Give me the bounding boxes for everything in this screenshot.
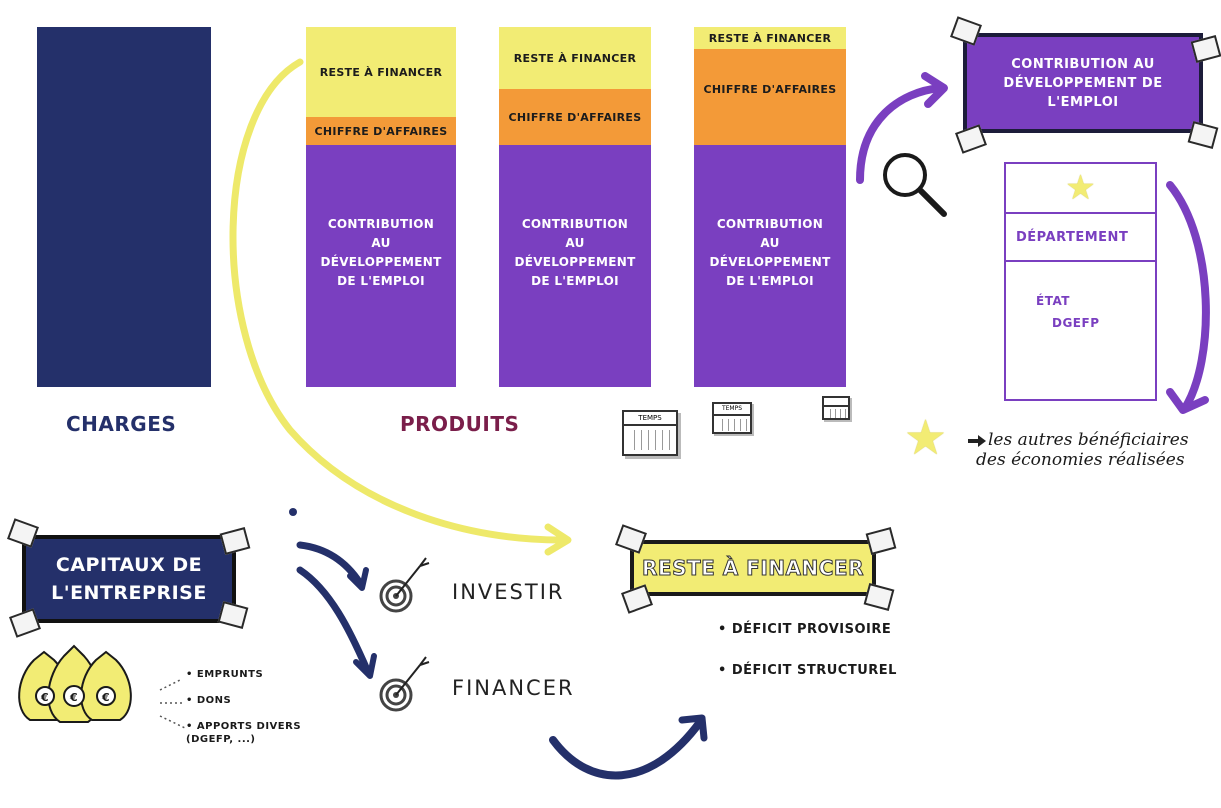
ca-label: CHIFFRE D'AFFAIRES xyxy=(703,83,837,96)
euro-symbol: € xyxy=(40,691,49,704)
repartition-box: ★ DÉPARTEMENT ÉTAT DGEFP xyxy=(1004,162,1157,401)
calendar-text: TEMPS xyxy=(624,412,676,426)
reste-segment: RESTE À FINANCER xyxy=(306,27,456,117)
navy-arrow-investir xyxy=(296,541,364,587)
capitaux-line2: L'ENTREPRISE xyxy=(51,582,207,604)
departement-row: DÉPARTEMENT xyxy=(1006,214,1155,262)
contribution-segment: CONTRIBUTION AU DÉVELOPPEMENT DE L'EMPLO… xyxy=(306,145,456,387)
yellow-arc-arrow xyxy=(229,58,564,544)
reste-label: RESTE À FINANCER xyxy=(708,31,832,45)
euro-symbol: € xyxy=(69,691,78,704)
beneficiaires-line2: des économies réalisées xyxy=(976,450,1185,470)
charges-label: CHARGES xyxy=(66,412,177,436)
produits-column-3: RESTE À FINANCER CHIFFRE D'AFFAIRES CONT… xyxy=(694,27,846,387)
reste-segment: RESTE À FINANCER xyxy=(499,27,651,89)
star-row: ★ xyxy=(1006,164,1155,214)
reste-item: • DÉFICIT PROVISOIRE xyxy=(718,622,892,637)
purple-arrow-down xyxy=(1166,181,1210,412)
money-bags-icon: € € € xyxy=(18,644,132,723)
capitaux-item: • APPORTS DIVERS xyxy=(186,721,302,732)
purple-arrow-to-banner xyxy=(856,84,944,184)
etat-label: ÉTAT xyxy=(1036,294,1070,308)
contribution-banner-text: CONTRIBUTION AU DÉVELOPPEMENT DE L'EMPLO… xyxy=(1003,56,1163,110)
beneficiaires-line1: les autres bénéficiaires xyxy=(988,430,1189,450)
dgefp-label: DGEFP xyxy=(1052,316,1100,330)
reste-items: • DÉFICIT PROVISOIRE • DÉFICIT STRUCTURE… xyxy=(718,622,897,678)
calendar-text: TEMPS xyxy=(714,404,750,416)
ca-segment: CHIFFRE D'AFFAIRES xyxy=(499,89,651,145)
beneficiaires-star-icon: ★ xyxy=(904,410,948,466)
contribution-banner: CONTRIBUTION AU DÉVELOPPEMENT DE L'EMPLO… xyxy=(963,33,1203,133)
charges-bar xyxy=(37,27,211,387)
ca-label: CHIFFRE D'AFFAIRES xyxy=(508,110,642,124)
target-icon-financer xyxy=(379,656,430,712)
produits-label: PRODUITS xyxy=(400,412,520,436)
reste-label: RESTE À FINANCER xyxy=(319,65,443,79)
star-icon: ★ xyxy=(1065,168,1096,208)
financer-label: FINANCER xyxy=(452,676,575,700)
capitaux-item: • DONS xyxy=(186,695,232,706)
ca-segment: CHIFFRE D'AFFAIRES xyxy=(694,49,846,145)
navy-arrow-financer xyxy=(296,566,372,676)
ca-segment: CHIFFRE D'AFFAIRES xyxy=(306,117,456,145)
capitaux-item: (DGEFP, ...) xyxy=(186,734,256,745)
euro-symbol: € xyxy=(101,691,110,704)
target-icon-investir xyxy=(379,557,430,613)
yellow-arrowhead xyxy=(544,523,572,556)
capitaux-line1: CAPITAUX DE xyxy=(55,554,203,576)
departement-label: DÉPARTEMENT xyxy=(1016,229,1129,245)
ca-label: CHIFFRE D'AFFAIRES xyxy=(314,124,448,138)
capitaux-banner-text: CAPITAUX DE L'ENTREPRISE xyxy=(51,551,207,607)
produits-column-1: RESTE À FINANCER CHIFFRE D'AFFAIRES CONT… xyxy=(306,27,456,387)
produits-column-2: RESTE À FINANCER CHIFFRE D'AFFAIRES CONT… xyxy=(499,27,651,387)
investir-label: INVESTIR xyxy=(452,580,565,604)
capitaux-banner: CAPITAUX DE L'ENTREPRISE xyxy=(22,535,236,623)
reste-banner-text: RESTE À FINANCER xyxy=(642,556,864,581)
magnifier-icon xyxy=(883,153,947,217)
beneficiaires-text: les autres bénéficiaires des économies r… xyxy=(976,430,1189,470)
calendar-icon-medium: TEMPS xyxy=(712,402,752,434)
navy-arrow-bottom xyxy=(549,718,704,780)
etat-row: ÉTAT DGEFP xyxy=(1006,262,1155,330)
calendar-icon-large: TEMPS xyxy=(622,410,678,456)
contribution-segment: CONTRIBUTION AU DÉVELOPPEMENT DE L'EMPLO… xyxy=(499,145,651,387)
reste-label: RESTE À FINANCER xyxy=(513,51,637,65)
contribution-label: CONTRIBUTION AU DÉVELOPPEMENT DE L'EMPLO… xyxy=(514,217,636,288)
contribution-segment: CONTRIBUTION AU DÉVELOPPEMENT DE L'EMPLO… xyxy=(694,145,846,387)
capitaux-items: • EMPRUNTS • DONS • APPORTS DIVERS (DGEF… xyxy=(186,668,301,746)
reste-item: • DÉFICIT STRUCTUREL xyxy=(718,663,897,678)
calendar-icon-small xyxy=(822,396,850,420)
reste-banner: RESTE À FINANCER xyxy=(630,540,876,596)
capitaux-item: • EMPRUNTS xyxy=(186,669,264,680)
contribution-label: CONTRIBUTION AU DÉVELOPPEMENT DE L'EMPLO… xyxy=(320,217,442,288)
contribution-label: CONTRIBUTION AU DÉVELOPPEMENT DE L'EMPLO… xyxy=(709,217,831,288)
reste-segment: RESTE À FINANCER xyxy=(694,27,846,49)
